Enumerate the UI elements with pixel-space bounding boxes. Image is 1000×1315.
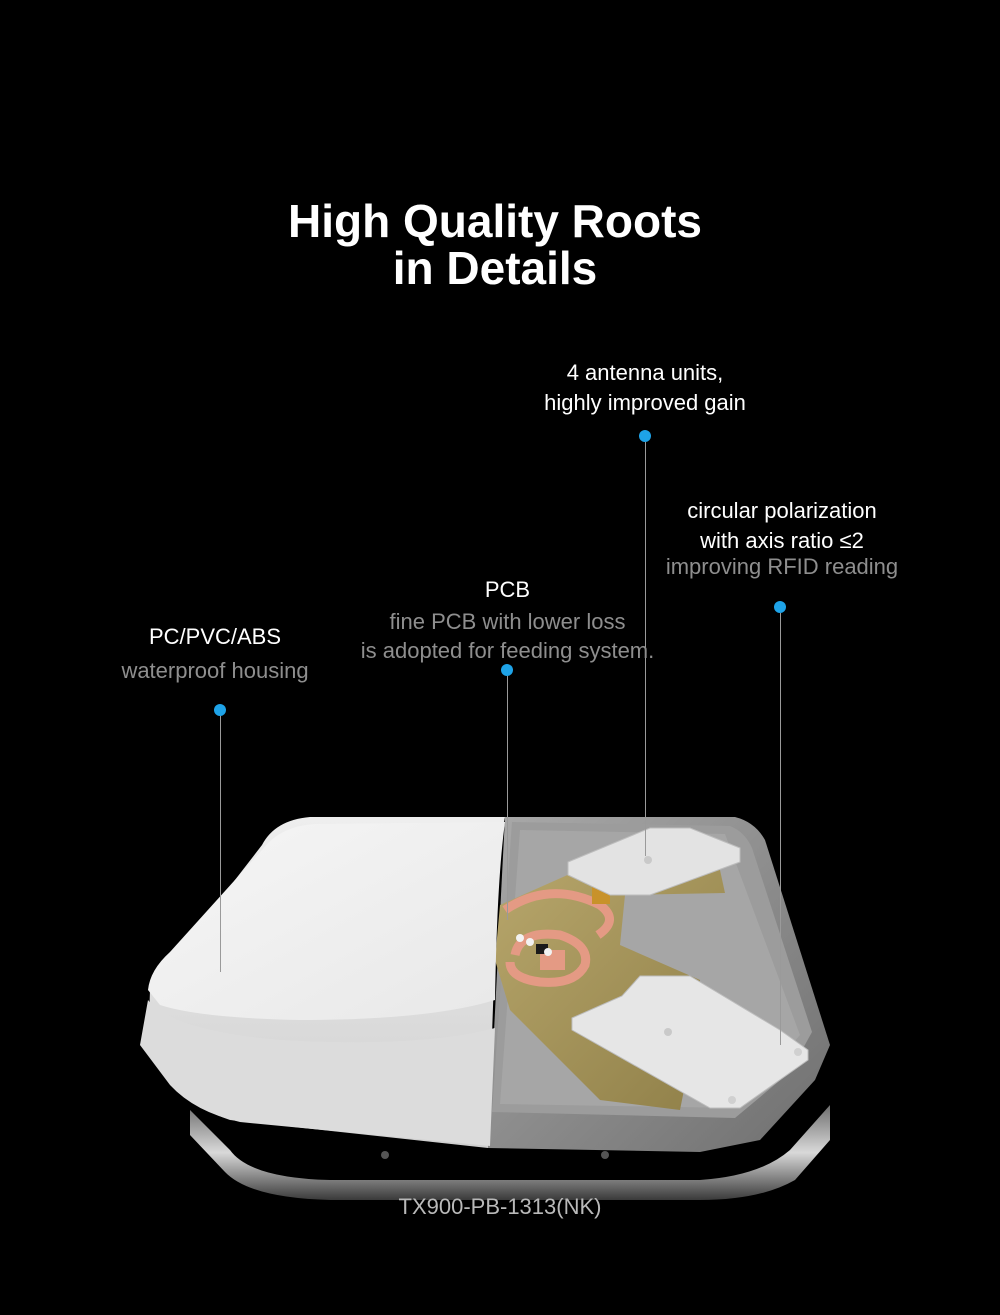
model-number: TX900-PB-1313(NK) bbox=[398, 1194, 602, 1219]
title-line-2: in Details bbox=[392, 242, 598, 294]
pcb-line-1: fine PCB with lower loss bbox=[389, 609, 626, 634]
housing-leader-line bbox=[220, 716, 221, 972]
housing-description: waterproof housing bbox=[121, 658, 309, 683]
antenna-plates bbox=[567, 827, 809, 1109]
page-title: High Quality Roots in Details bbox=[0, 198, 990, 292]
callout-antenna-units: 4 antenna units, highly improved gain bbox=[495, 358, 795, 418]
housing-heading: PC/PVC/ABS bbox=[148, 624, 282, 649]
white-housing-cover bbox=[140, 817, 505, 1148]
polarization-line-1: circular polarization bbox=[687, 498, 877, 523]
pcb-line-2: is adopted for feeding system. bbox=[360, 638, 655, 663]
pcb-marker-dot bbox=[501, 664, 513, 676]
pcb-leader-line bbox=[507, 676, 508, 920]
callout-circular-polarization: circular polarization with axis ratio ≤2… bbox=[632, 496, 932, 581]
polarization-leader-line bbox=[780, 613, 781, 1045]
device-base bbox=[190, 1105, 830, 1200]
polarization-line-3: improving RFID reading bbox=[665, 554, 899, 579]
title-line-1: High Quality Roots bbox=[288, 195, 702, 247]
antenna-line-2: highly improved gain bbox=[544, 390, 746, 415]
antenna-marker-dot bbox=[639, 430, 651, 442]
polarization-line-2: with axis ratio ≤2 bbox=[700, 528, 864, 553]
callout-pcb: PCB fine PCB with lower loss is adopted … bbox=[340, 575, 675, 663]
callout-housing: PC/PVC/ABS waterproof housing bbox=[80, 622, 350, 686]
antenna-leader-line bbox=[645, 442, 646, 856]
pcb-heading: PCB bbox=[484, 577, 531, 602]
housing-marker-dot bbox=[214, 704, 226, 716]
polarization-marker-dot bbox=[774, 601, 786, 613]
antenna-line-1: 4 antenna units, bbox=[566, 360, 724, 385]
